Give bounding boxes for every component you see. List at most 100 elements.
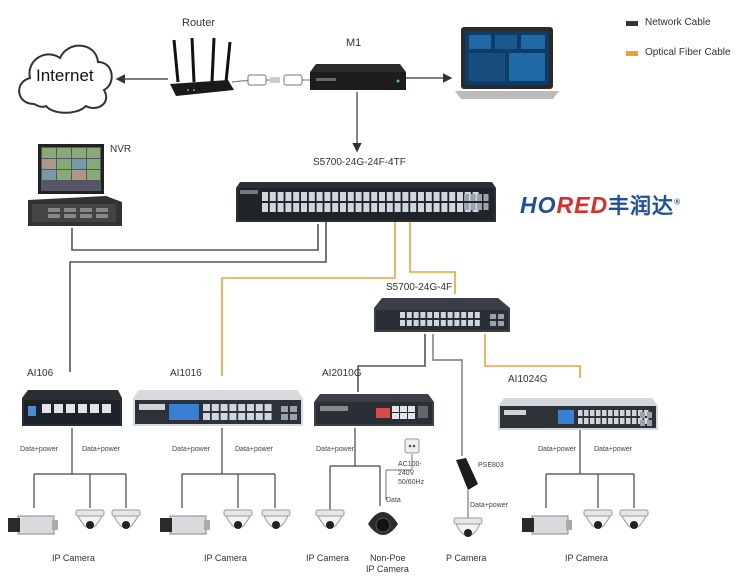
switch-port	[454, 312, 460, 318]
switch-port	[400, 320, 405, 326]
pse803-label: PSE803	[478, 462, 504, 469]
switch-port	[247, 404, 254, 411]
switch-port	[427, 312, 433, 318]
switch-port	[363, 192, 370, 201]
switch-port	[626, 418, 631, 424]
ai106-data-power-right: Data+power	[82, 446, 120, 453]
switch-port	[614, 418, 619, 424]
switch-port	[402, 203, 409, 212]
switch-port	[470, 194, 476, 201]
core-agg-fiber	[409, 222, 456, 294]
dome-camera-icon	[315, 509, 345, 529]
switch-port	[379, 203, 385, 212]
switch-port	[316, 192, 323, 201]
switch-port	[620, 410, 625, 416]
switch-port	[470, 203, 476, 210]
internet-label: Internet	[36, 66, 94, 85]
cloud-icon	[18, 44, 113, 114]
switch-port	[418, 192, 424, 201]
router-label: Router	[182, 17, 216, 29]
switch-port	[293, 192, 300, 201]
ai2010g-label: AI2010G	[322, 368, 362, 379]
switch-port	[440, 312, 446, 318]
switch-port	[434, 320, 439, 326]
switch-port	[413, 312, 419, 318]
core-switch-device	[236, 182, 496, 222]
switch-port	[590, 418, 595, 424]
switch-port	[447, 312, 453, 318]
switch-port	[308, 192, 315, 201]
switch-port	[590, 410, 595, 416]
switch-port	[347, 192, 354, 201]
switch-port	[584, 418, 589, 424]
switch-port	[440, 320, 446, 326]
switch-port	[632, 418, 637, 424]
switch-port	[264, 413, 272, 420]
switch-port	[472, 192, 479, 201]
switch-port	[203, 413, 210, 420]
switch-port	[247, 413, 254, 420]
switch-port	[355, 203, 362, 212]
dome-camera-icon	[619, 509, 649, 529]
switch-port	[498, 314, 504, 319]
ai106-device	[22, 390, 122, 426]
switch-port	[474, 320, 480, 326]
switch-port	[578, 410, 583, 416]
switch-port	[640, 420, 645, 426]
switch-port	[371, 192, 378, 201]
box-camera-icon	[522, 515, 572, 535]
switch-port	[632, 410, 637, 416]
m1-label: M1	[346, 37, 362, 49]
switch-port	[238, 404, 246, 411]
nvr-device	[28, 144, 122, 226]
switch-port	[490, 321, 496, 326]
switch-port	[394, 203, 401, 212]
switch-port	[238, 413, 246, 420]
ai106-label: AI106	[27, 368, 54, 379]
switch-port	[211, 413, 219, 420]
switch-port	[285, 203, 292, 212]
core-switch-ports	[262, 192, 489, 212]
ai1016-label: AI1016	[170, 368, 202, 379]
switch-port	[316, 203, 323, 212]
switch-port	[203, 404, 210, 411]
switch-port	[406, 320, 412, 326]
switch-port	[425, 192, 432, 201]
switch-port	[386, 192, 393, 201]
switch-port	[255, 413, 263, 420]
switch-port	[477, 203, 482, 210]
poe-injector-icon	[456, 458, 478, 490]
switch-port	[269, 203, 276, 212]
switch-port	[596, 418, 601, 424]
legend-fiber-swatch	[626, 51, 638, 56]
ai1024g-data-power-left: Data+power	[538, 446, 576, 453]
ai1024g-data-power-right: Data+power	[594, 446, 632, 453]
legend-network-swatch	[626, 21, 638, 26]
core-switch-label: S5700-24G-24F-4TF	[313, 157, 406, 168]
ip-camera-label-4: IP Camera	[565, 553, 608, 563]
ip-camera-label-3: IP Camera	[306, 553, 349, 563]
switch-port	[293, 203, 300, 212]
switch-port	[332, 192, 339, 201]
dome-camera-icon	[583, 509, 613, 529]
nvr-core-link	[71, 224, 319, 251]
switch-port	[434, 312, 439, 318]
ai1016-data-power-right: Data+power	[235, 446, 273, 453]
ai106-data-power-left: Data+power	[20, 446, 58, 453]
switch-port	[602, 418, 607, 424]
box-camera-icon	[160, 515, 210, 535]
brand-logo: HORED丰润达®	[520, 192, 681, 218]
switch-port	[614, 410, 619, 416]
switch-port	[285, 192, 292, 201]
switch-port	[418, 203, 424, 212]
switch-port	[324, 192, 331, 201]
power-socket-icon	[404, 438, 420, 454]
switch-port	[602, 410, 607, 416]
ai1024g-label: AI1024G	[508, 374, 548, 385]
data-only-label: Data	[386, 497, 401, 504]
switch-port	[468, 312, 473, 318]
switch-port	[578, 418, 583, 424]
switch-port	[449, 192, 456, 201]
rj45-connector-icon	[247, 74, 303, 86]
